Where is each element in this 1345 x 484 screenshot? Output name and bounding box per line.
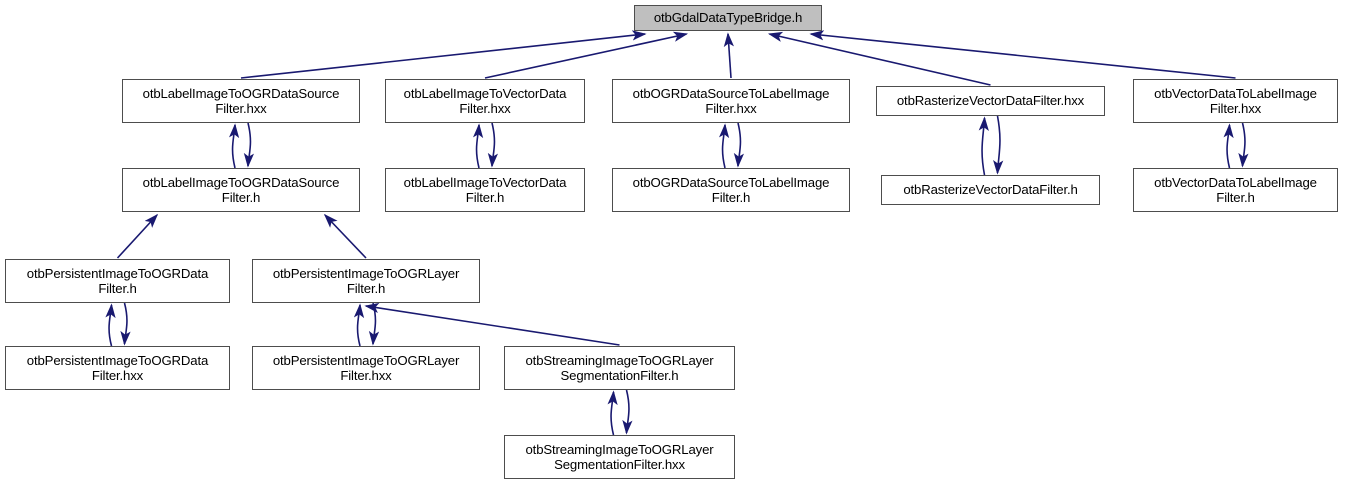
edge-up-streaming_seg_hxx-streaming_seg_h — [607, 390, 618, 436]
graph-node-persistent_ogrdata_hxx[interactable]: otbPersistentImageToOGRData Filter.hxx — [5, 346, 230, 390]
edge-up-labelimage_vectordata_h-labelimage_vectordata_hxx — [472, 123, 484, 169]
edge-down-ogrdatasource_labelimage_hxx-ogrdatasource_labelimage_h — [733, 122, 745, 168]
edge-labelimage_ogrdatasource_hxx-to-root — [240, 30, 647, 79]
graph-node-streaming_seg_h[interactable]: otbStreamingImageToOGRLayer Segmentation… — [504, 346, 735, 390]
graph-node-labelimage_vectordata_h[interactable]: otbLabelImageToVectorData Filter.h — [385, 168, 585, 212]
graph-node-persistent_ogrlayer_hxx[interactable]: otbPersistentImageToOGRLayer Filter.hxx — [252, 346, 480, 390]
edge-streaming_seg_h-to-persistent_ogrlayer_h — [364, 302, 620, 346]
graph-node-root[interactable]: otbGdalDataTypeBridge.h — [634, 5, 822, 31]
edge-rasterize_hxx-to-root — [767, 31, 991, 86]
graph-node-ogrdatasource_labelimage_h[interactable]: otbOGRDataSourceToLabelImage Filter.h — [612, 168, 850, 212]
graph-node-persistent_ogrlayer_h[interactable]: otbPersistentImageToOGRLayer Filter.h — [252, 259, 480, 303]
edge-up-rasterize_h-rasterize_hxx — [978, 116, 989, 176]
edge-down-rasterize_hxx-rasterize_h — [993, 115, 1004, 175]
edge-down-vectordata_labelimage_hxx-vectordata_labelimage_h — [1238, 122, 1249, 168]
edge-up-persistent_ogrdata_hxx-persistent_ogrdata_h — [105, 303, 116, 347]
edge-up-vectordata_labelimage_h-vectordata_labelimage_hxx — [1223, 123, 1234, 169]
edge-up-labelimage_ogrdatasource_h-labelimage_ogrdatasource_hxx — [228, 123, 240, 169]
graph-node-vectordata_labelimage_h[interactable]: otbVectorDataToLabelImage Filter.h — [1133, 168, 1338, 212]
graph-node-ogrdatasource_labelimage_hxx[interactable]: otbOGRDataSourceToLabelImage Filter.hxx — [612, 79, 850, 123]
graph-node-labelimage_ogrdatasource_hxx[interactable]: otbLabelImageToOGRDataSource Filter.hxx — [122, 79, 360, 123]
graph-node-rasterize_h[interactable]: otbRasterizeVectorDataFilter.h — [881, 175, 1100, 205]
edge-down-persistent_ogrdata_h-persistent_ogrdata_hxx — [120, 302, 131, 346]
edge-labelimage_vectordata_hxx-to-root — [484, 31, 689, 79]
graph-node-streaming_seg_hxx[interactable]: otbStreamingImageToOGRLayer Segmentation… — [504, 435, 735, 479]
graph-node-vectordata_labelimage_hxx[interactable]: otbVectorDataToLabelImage Filter.hxx — [1133, 79, 1338, 123]
edge-persistent_ogrlayer_h-to-labelimage_ogrdatasource_h — [323, 213, 367, 259]
edge-down-labelimage_ogrdatasource_hxx-labelimage_ogrdatasource_h — [243, 122, 255, 168]
edge-up-persistent_ogrlayer_hxx-persistent_ogrlayer_h — [353, 303, 365, 347]
graph-node-labelimage_ogrdatasource_h[interactable]: otbLabelImageToOGRDataSource Filter.h — [122, 168, 360, 212]
graph-node-labelimage_vectordata_hxx[interactable]: otbLabelImageToVectorData Filter.hxx — [385, 79, 585, 123]
edge-vectordata_labelimage_hxx-to-root — [809, 30, 1236, 79]
graph-node-persistent_ogrdata_h[interactable]: otbPersistentImageToOGRData Filter.h — [5, 259, 230, 303]
edge-down-streaming_seg_h-streaming_seg_hxx — [622, 389, 633, 435]
edge-persistent_ogrdata_h-to-labelimage_ogrdatasource_h — [116, 213, 159, 259]
edge-up-ogrdatasource_labelimage_h-ogrdatasource_labelimage_hxx — [718, 123, 730, 169]
edge-ogrdatasource_labelimage_hxx-to-root — [723, 32, 734, 79]
edge-down-persistent_ogrlayer_h-persistent_ogrlayer_hxx — [368, 302, 380, 346]
edge-down-labelimage_vectordata_hxx-labelimage_vectordata_h — [487, 122, 499, 168]
graph-node-rasterize_hxx[interactable]: otbRasterizeVectorDataFilter.hxx — [876, 86, 1105, 116]
